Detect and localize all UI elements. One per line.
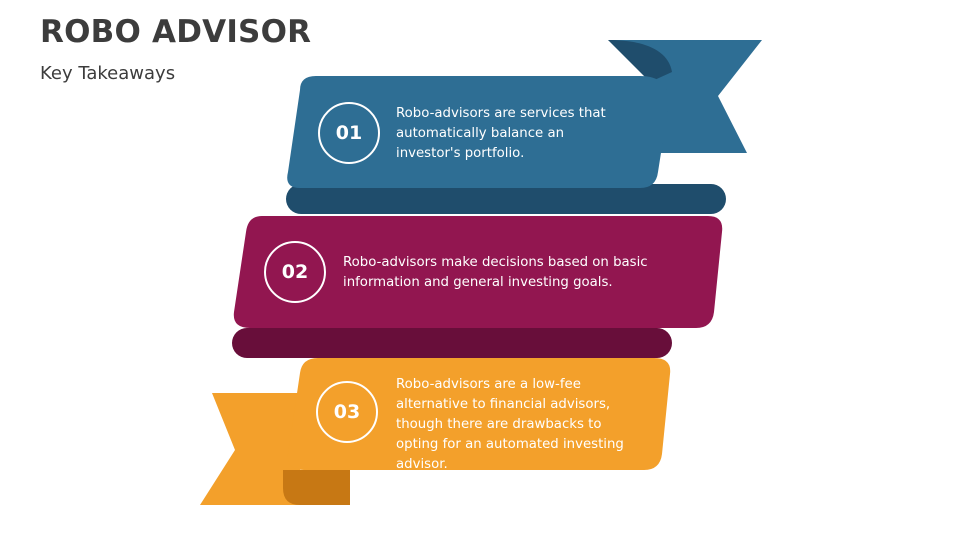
step-text: Robo-advisors make decisions based on ba… xyxy=(343,255,648,290)
ribbon-tail-orange xyxy=(200,393,350,505)
ribbon-panel-blue xyxy=(287,76,669,188)
step-text: Robo-advisors are a low-fee alternative … xyxy=(396,377,624,472)
step-badge-01: 01 xyxy=(318,102,380,164)
ribbon-fold-orange xyxy=(283,470,350,505)
ribbon-band-blue xyxy=(286,184,726,214)
step-text: Robo-advisors are services that automati… xyxy=(396,106,606,161)
step-badge-02: 02 xyxy=(264,241,326,303)
slide-title: ROBO ADVISOR xyxy=(40,14,312,50)
ribbon-band-magenta xyxy=(232,328,672,358)
slide-subtitle: Key Takeaways xyxy=(40,63,176,84)
step-number: 03 xyxy=(333,401,361,423)
ribbon-panel-magenta xyxy=(233,216,723,328)
step-number: 01 xyxy=(335,122,363,144)
step-badge-03: 03 xyxy=(316,381,378,443)
ribbon-fold-blue xyxy=(608,40,672,82)
ribbon-tail-blue xyxy=(608,40,762,153)
ribbon-panel-orange xyxy=(287,358,671,470)
step-number: 02 xyxy=(281,261,309,283)
